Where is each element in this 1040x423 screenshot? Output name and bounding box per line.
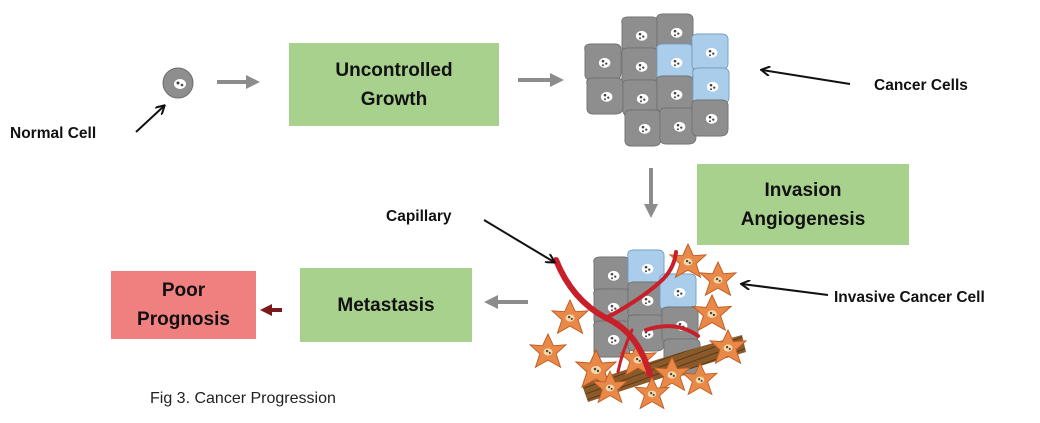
- flow-arrow-invasion-to-metastasis: [484, 295, 528, 309]
- normal-cell-icon: [162, 67, 194, 99]
- flow-arrow-normal-to-growth: [217, 75, 260, 89]
- cancer-cell-cluster: [584, 13, 730, 147]
- flow-arrow-cells-to-invasion: [644, 168, 658, 218]
- poor-prognosis-box: Poor Prognosis: [111, 271, 256, 339]
- figure-caption: Fig 3. Cancer Progression: [150, 390, 336, 407]
- normal-cell-label: Normal Cell: [10, 125, 97, 142]
- invasive-cancer-cell-label: Invasive Cancer Cell: [834, 289, 985, 306]
- metastasis-box: Metastasis: [300, 268, 472, 342]
- pointer-arrow-capillary: [483, 219, 554, 262]
- capillary-vessel: [553, 250, 700, 378]
- capillary-label: Capillary: [386, 208, 452, 225]
- pointer-arrow-normal-cell: [135, 106, 164, 133]
- pointer-arrow-invasive-cell: [742, 284, 829, 296]
- invasion-angiogenesis-box: Invasion Angiogenesis: [697, 164, 909, 245]
- flow-arrow-metastasis-to-prognosis: [260, 304, 282, 316]
- cancer-cells-label: Cancer Cells: [874, 77, 968, 94]
- flow-arrow-growth-to-cells: [518, 73, 564, 87]
- uncontrolled-growth-box: Uncontrolled Growth: [289, 43, 499, 126]
- pointer-arrow-cancer-cells: [762, 70, 851, 85]
- invasive-cancer-cluster: [529, 243, 747, 409]
